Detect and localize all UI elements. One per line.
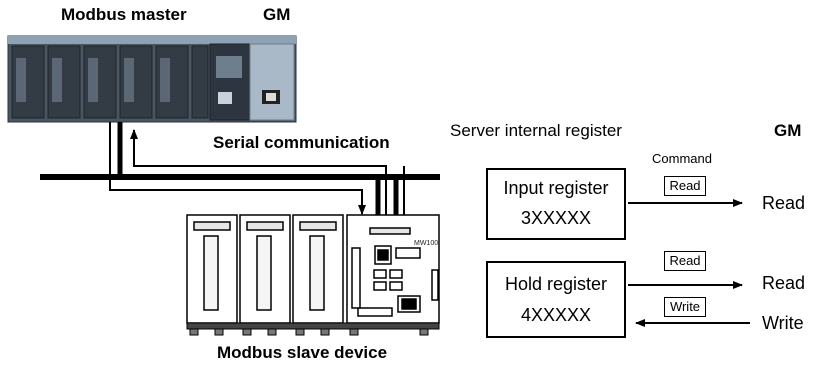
command-header: Command bbox=[652, 151, 712, 166]
mw100-badge: MW100 bbox=[414, 240, 439, 247]
hold-register-box: Hold register 4XXXXX bbox=[486, 261, 626, 338]
input-register-name: Input register bbox=[503, 178, 609, 198]
slave-title: Modbus slave device bbox=[217, 343, 388, 362]
hold-register-name: Hold register bbox=[504, 274, 608, 294]
server-device-label: GM bbox=[774, 121, 802, 140]
command-read-hold: Read bbox=[664, 251, 706, 271]
result-write-hold: Write bbox=[762, 313, 804, 333]
register-arrows bbox=[628, 199, 750, 327]
mw100-base-rail bbox=[186, 322, 440, 336]
gm-module-slots bbox=[11, 45, 209, 119]
command-write-hold: Write bbox=[664, 297, 706, 317]
result-read-input: Read bbox=[762, 193, 806, 213]
gm-master-device bbox=[7, 35, 297, 123]
mw100-slave-device bbox=[186, 214, 440, 324]
master-title: Modbus master bbox=[61, 5, 187, 24]
master-device-label: GM bbox=[263, 5, 291, 24]
input-register-box: Input register 3XXXXX bbox=[486, 168, 626, 240]
master-cable bbox=[109, 122, 387, 253]
hold-register-address: 4XXXXX bbox=[520, 305, 592, 325]
server-title: Server internal register bbox=[450, 121, 622, 140]
command-read-input: Read bbox=[664, 176, 706, 196]
input-register-address: 3XXXXX bbox=[520, 208, 592, 228]
serial-communication-label: Serial communication bbox=[213, 133, 390, 152]
result-read-hold: Read bbox=[762, 273, 806, 293]
